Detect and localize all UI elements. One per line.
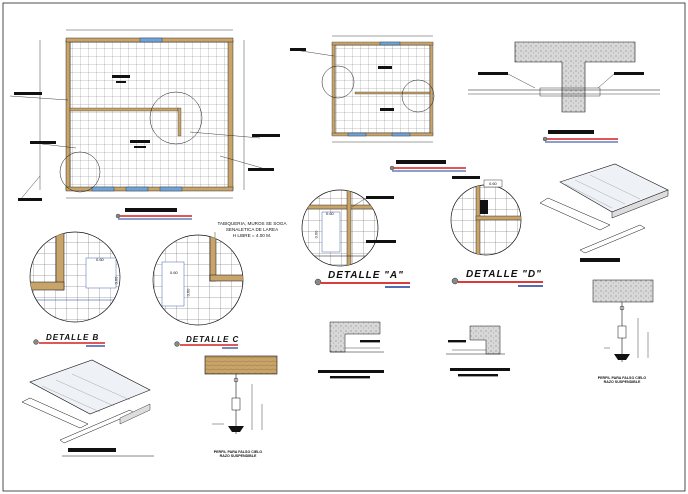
edge-section-d xyxy=(446,325,510,377)
partition-note-line2: SENALETICA DE LAREA xyxy=(225,227,279,232)
main-floor-plan xyxy=(9,29,280,220)
partition-note-line1: TABIQUERIA, MUROS SE SOGA xyxy=(217,221,287,226)
iso-ceiling-right xyxy=(539,163,669,262)
detalle-b-title: DETALLE B xyxy=(46,333,100,342)
edge-section-a xyxy=(318,321,384,379)
hanger-right-caption-line2: RAZO SUSPENDIBLE xyxy=(603,380,641,385)
hanger-left-caption-line1: PERFIL PARA FALSO CIELO xyxy=(213,450,263,454)
detalle-d-offset-dim: 0.60 xyxy=(489,181,497,186)
detail-title-lines xyxy=(33,277,543,349)
hanger-right-caption: PERFIL PARA FALSO CIELO RAZO SUSPENDIBLE xyxy=(590,376,654,385)
detalle-b-drawing xyxy=(29,231,121,323)
detalle-a-title: DETALLE "A" xyxy=(328,270,404,281)
beam-section xyxy=(468,41,660,143)
small-floor-plan xyxy=(290,35,466,172)
detalle-c-title: DETALLE C xyxy=(186,335,240,344)
detalle-d-title: DETALLE "D" xyxy=(466,269,542,280)
detalle-c-height-dim: 0.60 xyxy=(185,288,191,297)
detalle-b-offset-dim: 0.60 xyxy=(96,257,104,262)
partition-note: TABIQUERIA, MUROS SE SOGA SENALETICA DE … xyxy=(206,221,298,239)
detalle-c-drawing xyxy=(152,232,244,326)
hanger-right-caption-line1: PERFIL PARA FALSO CIELO xyxy=(597,376,647,380)
detalle-b-height-dim: 0.60 xyxy=(113,276,119,285)
detalle-a-offset-dim: 0.60 xyxy=(326,211,334,216)
hanger-detail-left xyxy=(204,355,278,434)
detalle-a-drawing xyxy=(301,189,396,267)
hanger-left-caption-line2: RAZO SUSPENDIBLE xyxy=(219,454,257,459)
detalle-a-height-dim: 0.60 xyxy=(313,230,319,239)
iso-ceiling-left xyxy=(21,359,154,457)
partition-note-line3: H LIBRE = 4.00 M. xyxy=(232,233,272,238)
hanger-detail-right xyxy=(592,279,654,362)
detalle-d-drawing xyxy=(450,176,522,256)
detalle-c-offset-dim: 0.60 xyxy=(170,270,178,275)
hanger-left-caption: PERFIL PARA FALSO CIELO RAZO SUSPENDIBLE xyxy=(206,450,270,459)
